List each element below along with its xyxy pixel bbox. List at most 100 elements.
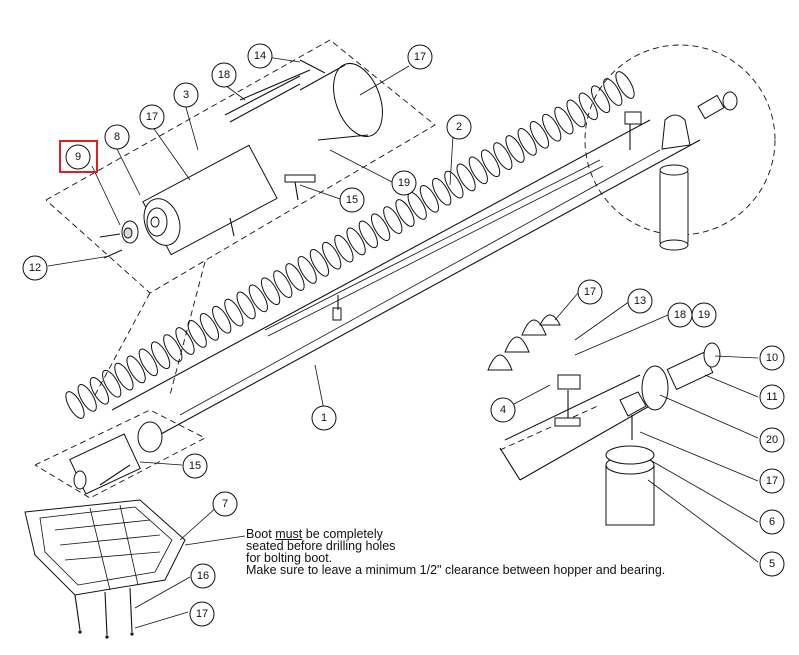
callout-8: 8 xyxy=(104,124,130,150)
callout-19-discharge: 19 xyxy=(691,302,717,328)
auger-flight xyxy=(444,170,464,199)
callout-11: 11 xyxy=(759,384,785,410)
leader-lines xyxy=(47,55,759,629)
main-tube xyxy=(111,119,701,441)
auger-flight xyxy=(566,99,586,128)
auger-flight xyxy=(517,128,537,156)
auger-flight xyxy=(150,341,171,370)
callout-4: 4 xyxy=(490,397,516,423)
callout-9-highlight-box xyxy=(59,140,98,173)
callout-label: 8 xyxy=(114,131,120,143)
auger-flight xyxy=(578,92,598,121)
callout-label: 17 xyxy=(414,51,426,63)
callout-label: 9 xyxy=(75,151,81,163)
callout-label: 20 xyxy=(766,434,778,446)
callout-3: 3 xyxy=(173,82,199,108)
auger-flight xyxy=(432,177,452,206)
hopper xyxy=(24,499,186,639)
callout-18-head: 18 xyxy=(211,62,237,88)
auger-flight xyxy=(224,298,244,327)
auger-flight xyxy=(175,327,195,355)
callout-label: 17 xyxy=(146,111,158,123)
boot-box xyxy=(34,409,206,499)
auger-flight xyxy=(163,334,183,362)
head-assembly-box xyxy=(45,39,436,396)
callout-label: 1 xyxy=(321,412,327,424)
callout-label: 16 xyxy=(197,570,209,582)
auger-flight xyxy=(77,384,97,412)
callout-17-boot: 17 xyxy=(189,601,215,627)
auger-flight xyxy=(309,248,330,277)
callout-2: 2 xyxy=(446,114,472,140)
callout-5: 5 xyxy=(759,551,785,577)
callout-label: 14 xyxy=(254,50,266,62)
auger-flight xyxy=(615,71,635,99)
auger-flight xyxy=(273,270,293,298)
auger-flight xyxy=(260,277,281,306)
callout-label: 5 xyxy=(769,558,775,570)
auger-flight xyxy=(199,312,220,341)
callout-15-head: 15 xyxy=(339,187,365,213)
auger-flight xyxy=(493,142,513,170)
callout-label: 6 xyxy=(769,516,775,528)
auger-flight xyxy=(102,369,122,398)
auger-flight xyxy=(248,284,268,313)
callout-label: 17 xyxy=(196,608,208,620)
callout-17-discharge-top: 17 xyxy=(577,279,603,305)
callout-label: 4 xyxy=(500,404,506,416)
auger-flight xyxy=(358,220,378,249)
auger-flight xyxy=(346,227,366,256)
note-emphasis: must xyxy=(275,527,303,541)
note-line-3: for bolting boot. xyxy=(246,551,333,565)
auger-flight xyxy=(505,135,525,163)
callout-label: 7 xyxy=(222,498,228,510)
auger-flighting xyxy=(65,71,635,419)
auger-flight xyxy=(334,234,354,263)
callout-label: 15 xyxy=(189,460,201,472)
callout-label: 15 xyxy=(346,194,358,206)
callout-13: 13 xyxy=(627,288,653,314)
callout-10: 10 xyxy=(759,345,785,371)
auger-flight xyxy=(89,376,110,405)
note-line-1: Boot must be completely xyxy=(246,527,665,541)
note-prefix: Boot xyxy=(246,527,276,541)
auger-flight xyxy=(370,213,391,242)
callout-label: 19 xyxy=(398,177,410,189)
note-suffix: be completely xyxy=(302,527,383,541)
auger-flight xyxy=(285,263,305,291)
callout-15-boot: 15 xyxy=(182,453,208,479)
auger-flight xyxy=(236,291,256,320)
callout-label: 19 xyxy=(698,309,710,321)
auger-flight xyxy=(603,78,623,106)
auger-flight xyxy=(542,113,562,142)
callout-9: 9 xyxy=(65,144,91,170)
auger-flight xyxy=(297,256,317,284)
discharge-exploded xyxy=(487,314,721,526)
auger-flight xyxy=(468,156,488,185)
callout-1: 1 xyxy=(311,405,337,431)
callout-label: 18 xyxy=(218,69,230,81)
auger-flight xyxy=(322,241,342,270)
note-line-2: seated before drilling holes xyxy=(246,539,396,553)
auger-flight xyxy=(554,106,574,135)
callout-label: 12 xyxy=(29,262,41,274)
callout-16: 16 xyxy=(190,563,216,589)
auger-flight xyxy=(590,85,611,114)
auger-flight xyxy=(456,163,476,192)
auger-flight xyxy=(419,184,440,213)
callout-6: 6 xyxy=(759,509,785,535)
auger-flight xyxy=(126,355,146,384)
auger-flight xyxy=(114,362,134,391)
callout-label: 11 xyxy=(766,391,777,403)
auger-flight xyxy=(395,199,415,227)
callout-18-discharge: 18 xyxy=(667,302,693,328)
boot-installation-note: Boot must be completely seated before dr… xyxy=(246,527,665,577)
callout-20: 20 xyxy=(759,427,785,453)
discharge-detail xyxy=(584,44,776,251)
auger-flight xyxy=(65,391,85,419)
callout-label: 3 xyxy=(183,89,189,101)
callout-label: 13 xyxy=(634,295,646,307)
auger-flight xyxy=(529,120,550,149)
callout-7: 7 xyxy=(212,491,238,517)
